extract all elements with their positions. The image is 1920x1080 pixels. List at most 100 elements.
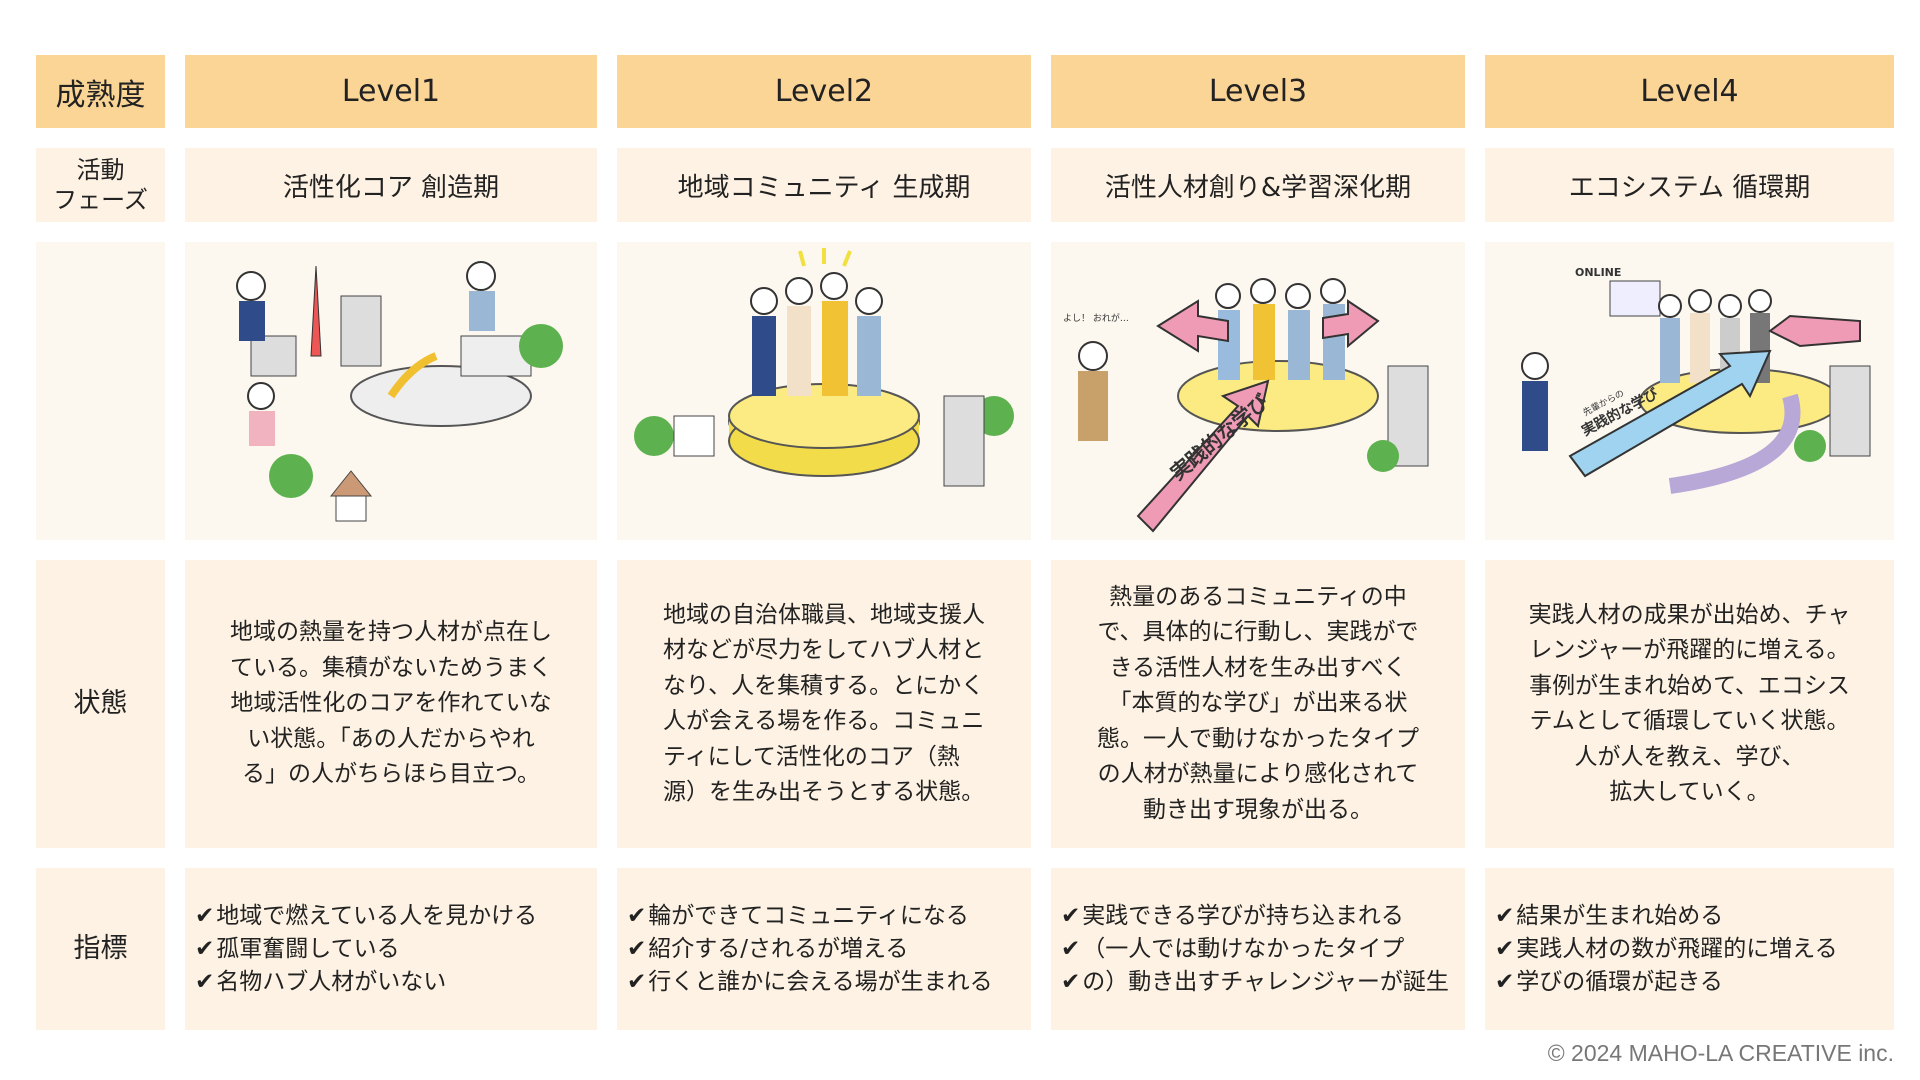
maturity-label: 成熟度 (36, 55, 165, 128)
phase-label-line1: 活動 (76, 156, 125, 184)
state-label-text: 状態 (73, 688, 128, 719)
illustration-level-3: 実践的な学び よし！ おれが… (1051, 242, 1465, 540)
practical-learning-illustration: 実践的な学び よし！ おれが… (1063, 278, 1429, 533)
copyright: © 2024 MAHO-LA CREATIVE inc. (1547, 1040, 1894, 1066)
state-line: 熱量のあるコミュニティの中 (1109, 583, 1407, 610)
state-line: ている。集積がないためうまく (230, 654, 552, 681)
state-text: 地域の自治体職員、地域支援人材などが尽力をしてハブ人材となり、人を集積する。とに… (663, 598, 985, 811)
indicator-text: 行くと誰かに会える場が生まれる (648, 968, 993, 995)
state-line: きる活性人材を生み出すべく (1109, 654, 1407, 681)
ecosystem-cycle-illustration: ONLINE 実践的な学び 先輩からの (1520, 266, 1870, 494)
indicator-label: 指標 (36, 868, 165, 1030)
indicator-label-text: 指標 (73, 933, 128, 964)
state-line: 材などが尽力をしてハブ人材と (663, 637, 985, 663)
state-line: レンジャーが飛躍的に増える。 (1529, 637, 1850, 663)
state-line: なり、人を集積する。とにかく (663, 672, 985, 699)
state-line: 地域の自治体職員、地域支援人 (663, 601, 985, 628)
phase-label-line2: フェーズ (53, 186, 148, 214)
indicator-list: 実践できる学びが持ち込まれる （一人では動けなかったタイプの）動き出すチャレンジャ… (1061, 900, 1449, 999)
illustration-level-1 (185, 242, 597, 540)
phase-label: 活動 フェーズ (36, 148, 165, 222)
indicators-level-3: 実践できる学びが持ち込まれる （一人では動けなかったタイプの）動き出すチャレンジャ… (1051, 868, 1465, 1030)
indicator-text: 孤軍奮闘している (216, 935, 400, 962)
state-line: 人が会える場を作る。コミュニ (663, 708, 985, 734)
level-1-title: Level1 (341, 74, 441, 109)
state-line: テムとして循環していく状態。 (1529, 708, 1850, 734)
state-line: る」の人がちらほら目立つ。 (241, 761, 541, 788)
state-label: 状態 (36, 560, 165, 848)
phase-level-2: 地域コミュニティ 生成期 (617, 148, 1031, 222)
indicator-item: 実践人材の数が飛躍的に増える (1495, 933, 1838, 966)
indicators-level-4: 結果が生まれ始める実践人材の数が飛躍的に増える学びの循環が起きる (1485, 868, 1894, 1030)
phase-text: エコシステム 循環期 (1568, 172, 1811, 203)
indicator-text: 輪ができてコミュニティになる (648, 902, 969, 929)
phase-level-3: 活性人材創り&学習深化期 (1051, 148, 1465, 222)
indicator-item: の）動き出すチャレンジャーが誕生 (1061, 966, 1449, 999)
indicator-item: 輪ができてコミュニティになる (627, 900, 993, 933)
illustration-label-blank (36, 242, 165, 540)
indicator-text: （一人では動けなかったタイプ (1082, 935, 1405, 962)
phase-text: 地域コミュニティ 生成期 (677, 172, 971, 203)
indicators-level-1: 地域で燃えている人を見かける孤軍奮闘している名物ハブ人材がいない (185, 868, 597, 1030)
level-3-title: Level3 (1208, 74, 1308, 109)
state-text: 熱量のあるコミュニティの中で、具体的に行動し、実践ができる活性人材を生み出すべく… (1097, 580, 1419, 829)
state-line: 態。一人で動けなかったタイプ (1097, 725, 1419, 752)
level-2-header: Level2 (617, 55, 1031, 128)
indicator-item: 孤軍奮闘している (195, 933, 537, 966)
state-level-2: 地域の自治体職員、地域支援人材などが尽力をしてハブ人材となり、人を集積する。とに… (617, 560, 1031, 848)
state-level-3: 熱量のあるコミュニティの中で、具体的に行動し、実践ができる活性人材を生み出すべく… (1051, 560, 1465, 848)
state-text: 実践人材の成果が出始め、チャレンジャーが飛躍的に増える。事例が生まれ始めて、エコ… (1529, 598, 1851, 811)
phase-text: 活性化コア 創造期 (282, 172, 500, 203)
level-2-title: Level2 (774, 74, 874, 109)
state-line: 人が人を教え、学び、 (1574, 743, 1805, 770)
state-text: 地域の熱量を持つ人材が点在している。集積がないためうまく地域活性化のコアを作れて… (230, 615, 552, 793)
level-4-header: Level4 (1485, 55, 1894, 128)
indicator-item: 行くと誰かに会える場が生まれる (627, 966, 993, 999)
indicator-list: 結果が生まれ始める実践人材の数が飛躍的に増える学びの循環が起きる (1495, 900, 1838, 999)
state-line: 「本質的な学び」が出来る状 (1108, 690, 1408, 717)
state-level-4: 実践人材の成果が出始め、チャレンジャーが飛躍的に増える。事例が生まれ始めて、エコ… (1485, 560, 1894, 848)
scattered-people-town-illustration (236, 261, 563, 522)
indicator-list: 輪ができてコミュニティになる紹介する/されるが増える行くと誰かに会える場が生まれ… (627, 900, 993, 999)
indicator-item: 結果が生まれ始める (1495, 900, 1838, 933)
community-platform-illustration (634, 248, 1014, 487)
indicator-item: 地域で燃えている人を見かける (195, 900, 537, 933)
indicator-text: 結果が生まれ始める (1516, 902, 1724, 929)
indicator-text: 実践できる学びが持ち込まれる (1082, 902, 1404, 929)
state-line: 地域活性化のコアを作れていな (230, 690, 552, 717)
indicator-item: 実践できる学びが持ち込まれる (1061, 900, 1449, 933)
state-line: い状態。「あの人だからやれ (247, 725, 535, 752)
indicator-item: 紹介する/されるが増える (627, 933, 993, 966)
state-line: の人材が熱量により感化されて (1097, 761, 1419, 788)
speech-bubble: よし！ おれが… (1063, 312, 1129, 324)
level-4-title: Level4 (1640, 74, 1739, 109)
level-3-header: Level3 (1051, 55, 1465, 128)
phase-level-4: エコシステム 循環期 (1485, 148, 1894, 222)
phase-text: 活性人材創り&学習深化期 (1104, 172, 1412, 203)
maturity-label-text: 成熟度 (55, 77, 146, 113)
state-line: で、具体的に行動し、実践がで (1097, 619, 1419, 646)
indicator-text: 地域で燃えている人を見かける (216, 902, 538, 929)
indicators-level-2: 輪ができてコミュニティになる紹介する/されるが増える行くと誰かに会える場が生まれ… (617, 868, 1031, 1030)
illustration-level-4: ONLINE 実践的な学び 先輩からの (1485, 242, 1894, 540)
state-line: 地域の熱量を持つ人材が点在し (230, 619, 552, 646)
state-line: 源）を生み出そうとする状態。 (663, 779, 985, 805)
state-level-1: 地域の熱量を持つ人材が点在している。集積がないためうまく地域活性化のコアを作れて… (185, 560, 597, 848)
indicator-text: 名物ハブ人材がいない (216, 968, 447, 995)
level-1-header: Level1 (185, 55, 597, 128)
phase-level-1: 活性化コア 創造期 (185, 148, 597, 222)
online-label: ONLINE (1575, 266, 1621, 279)
indicator-item: （一人では動けなかったタイプ (1061, 933, 1449, 966)
indicator-item: 学びの循環が起きる (1495, 966, 1838, 999)
indicator-text: 学びの循環が起きる (1516, 968, 1723, 995)
indicator-list: 地域で燃えている人を見かける孤軍奮闘している名物ハブ人材がいない (195, 900, 537, 999)
indicator-text: の）動き出すチャレンジャーが誕生 (1082, 968, 1449, 995)
state-line: 動き出す現象が出る。 (1143, 796, 1373, 823)
illustration-level-2 (617, 242, 1031, 540)
state-line: 拡大していく。 (1609, 779, 1770, 805)
state-line: ティにして活性化のコア（熱 (663, 743, 960, 770)
indicator-text: 実践人材の数が飛躍的に増える (1516, 935, 1838, 962)
indicator-item: 名物ハブ人材がいない (195, 966, 537, 999)
indicator-text: 紹介する/されるが増える (648, 935, 909, 962)
state-line: 事例が生まれ始めて、エコシス (1529, 672, 1850, 699)
